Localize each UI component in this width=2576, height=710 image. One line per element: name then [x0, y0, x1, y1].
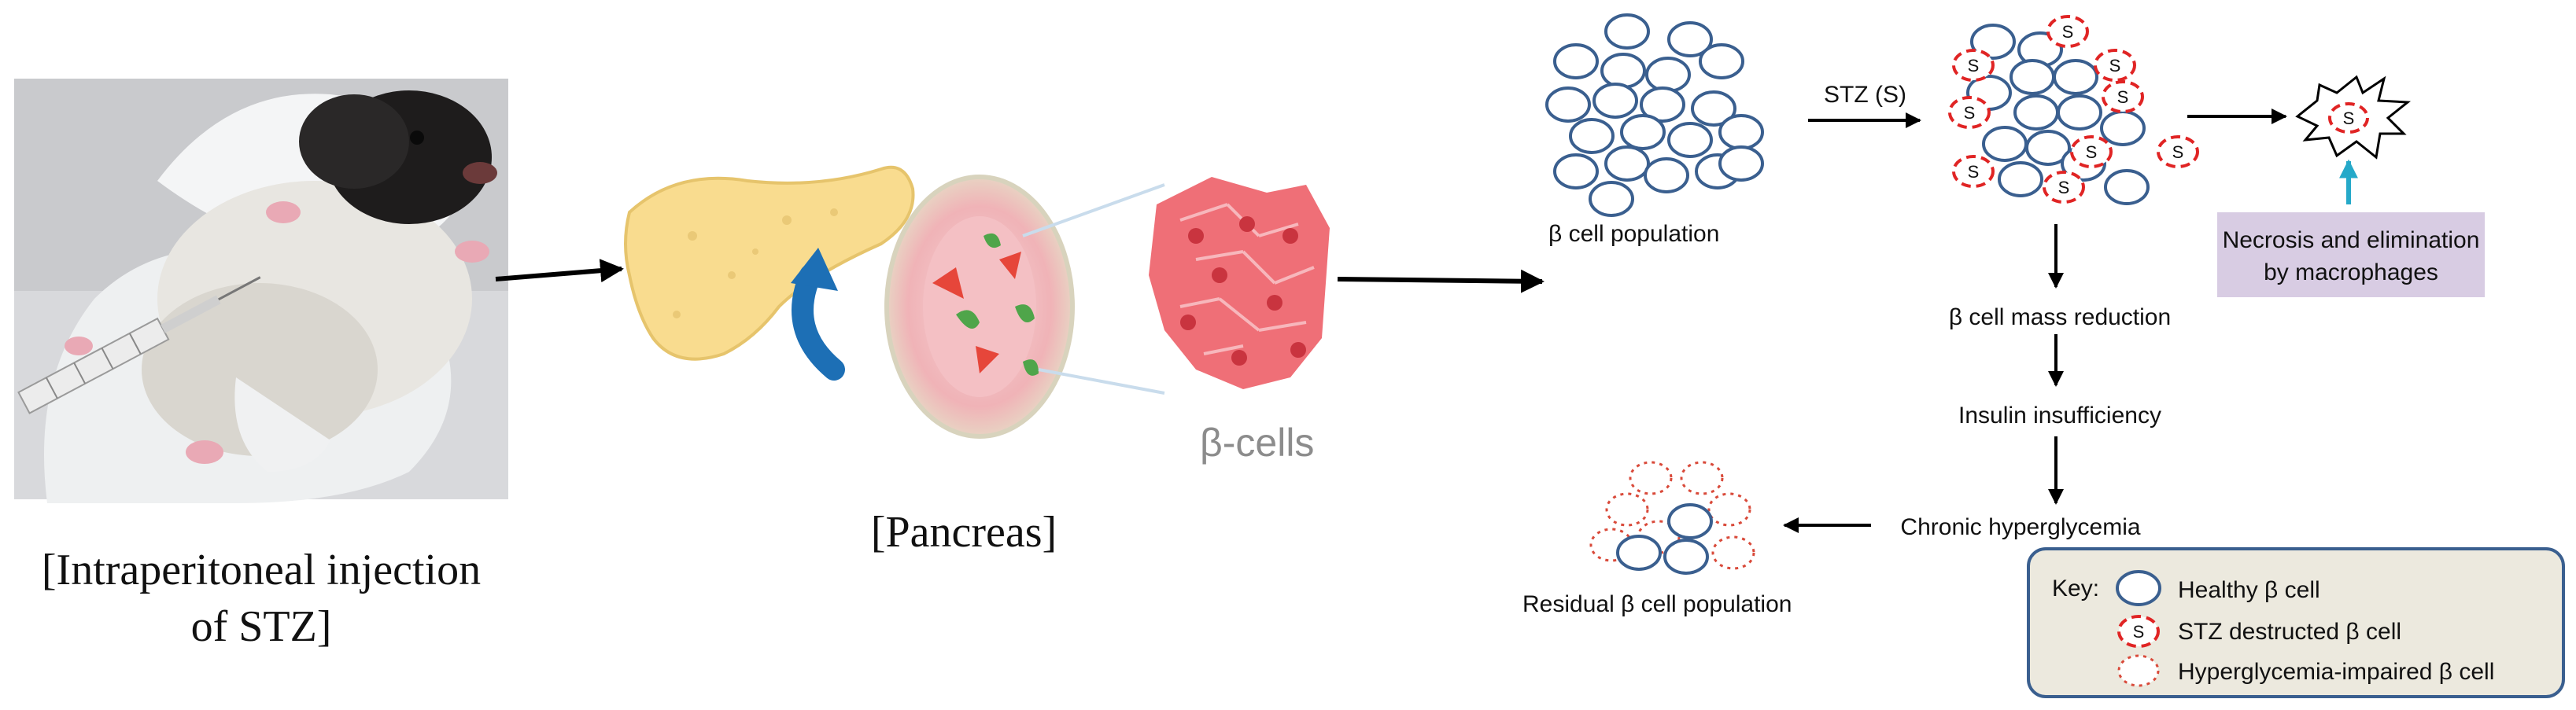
- stz-marker: S: [1968, 56, 1980, 75]
- stz-marker: S: [2133, 622, 2145, 642]
- key-title: Key:: [2052, 576, 2099, 601]
- key-hyper-swatch: [2117, 654, 2160, 687]
- necrosis-box-line1: Necrosis and elimination: [2223, 227, 2480, 253]
- stz-marker: S: [1968, 162, 1980, 182]
- necrosis-box: [2217, 212, 2485, 297]
- stz-marker: S: [2343, 109, 2355, 128]
- stz-marker: S: [2086, 142, 2098, 162]
- stz-arrow-label: STZ (S): [1824, 82, 1906, 108]
- key-box: Key: Healthy β cell S STZ destructed β c…: [2027, 547, 2565, 698]
- residual-population: [1589, 461, 1755, 575]
- mouse-injection-photo: [14, 79, 508, 503]
- residual-population-label: Residual β cell population: [1522, 591, 1792, 617]
- arrow-to-mechanism: [1337, 269, 1544, 293]
- stz-affected-population: [1966, 24, 2150, 205]
- necrosis-box-line2: by macrophages: [2264, 259, 2438, 285]
- mass-reduction-text: β cell mass reduction: [1949, 304, 2171, 330]
- zoom-line-bottom: [1038, 368, 1165, 395]
- islet-tissue: [884, 175, 1075, 439]
- necrotic-cell: S: [2295, 75, 2412, 160]
- stz-marker: S: [2109, 56, 2121, 75]
- stz-destructed-cells: S S S S S S S S S: [1948, 15, 2199, 204]
- arrow-injection-to-pancreas: [495, 259, 624, 283]
- key-stz-label: STZ destructed β cell: [2178, 619, 2401, 645]
- beta-cells-cluster: [1149, 177, 1330, 389]
- key-stz-swatch: [2117, 615, 2160, 648]
- key-healthy-swatch: [2116, 570, 2161, 606]
- stz-marker: S: [2117, 87, 2129, 107]
- zoom-curved-arrow: [792, 264, 845, 381]
- stz-marker: S: [1964, 103, 1976, 123]
- stz-marker: S: [2062, 22, 2074, 42]
- key-healthy-label: Healthy β cell: [2178, 577, 2320, 603]
- pancreas-caption: [Pancreas]: [871, 508, 1057, 557]
- insulin-insufficiency-text: Insulin insufficiency: [1958, 403, 2161, 429]
- pancreas-organ: [624, 165, 915, 361]
- beta-cells-label: β-cells: [1200, 421, 1314, 465]
- injection-caption-line2: of STZ]: [191, 602, 332, 651]
- zoom-curved-arrowhead: [791, 248, 838, 291]
- injection-caption-line1: [Intraperitoneal injection: [42, 546, 481, 594]
- beta-population-label: β cell population: [1548, 221, 1719, 247]
- chronic-hyperglycemia-text: Chronic hyperglycemia: [1900, 514, 2140, 540]
- stz-marker: S: [2172, 142, 2184, 162]
- zoom-line-top: [1022, 183, 1165, 237]
- beta-cell-population: [1545, 13, 1764, 217]
- stz-marker: S: [2058, 178, 2070, 197]
- key-hyper-label: Hyperglycemia-impaired β cell: [2178, 659, 2494, 685]
